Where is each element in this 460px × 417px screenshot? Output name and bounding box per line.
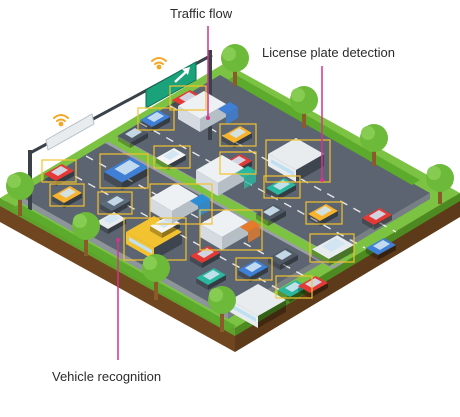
wifi-icon <box>53 114 69 127</box>
tree-icon <box>6 172 34 216</box>
arrow-up-right-icon <box>174 67 190 83</box>
camera-panel <box>45 113 95 151</box>
detection-boxes <box>41 85 355 299</box>
vehicle-recognition-label: Vehicle recognition <box>52 369 162 384</box>
callout-lines <box>117 26 323 360</box>
trees <box>6 44 454 332</box>
tree-icon <box>360 124 388 166</box>
tree-icon <box>221 44 249 86</box>
tree-icon <box>426 164 454 204</box>
tree-icon <box>142 254 170 300</box>
wifi-icon <box>151 57 167 70</box>
tree-icon <box>208 286 236 332</box>
tree-icon <box>290 86 318 128</box>
highway-sign <box>145 61 197 109</box>
traffic-flow-label: Traffic flow <box>170 6 233 21</box>
license-plate-detection-label: License plate detection <box>262 45 395 60</box>
tree-icon <box>72 212 100 256</box>
